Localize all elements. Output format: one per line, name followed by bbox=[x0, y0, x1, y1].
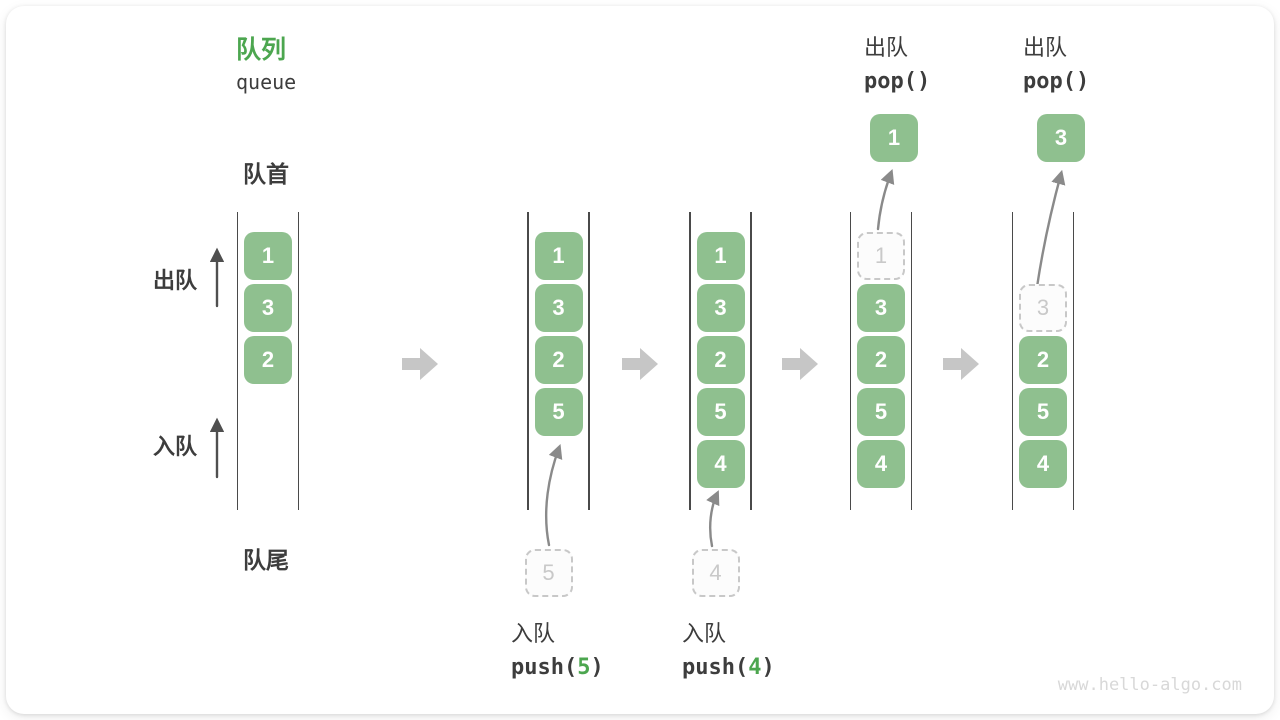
enqueue-side-label: 入队 bbox=[153, 434, 198, 459]
popped-block: 1 bbox=[870, 114, 918, 162]
diagram-subtitle: queue bbox=[236, 70, 297, 94]
queue-block: 1 bbox=[696, 232, 745, 280]
push-code: push(5) bbox=[511, 655, 604, 680]
push-label: 入队 bbox=[682, 621, 727, 646]
push-code: push(4) bbox=[682, 655, 775, 680]
queue-block: 2 bbox=[1019, 336, 1067, 384]
push4-arrow bbox=[706, 490, 720, 548]
queue-wall bbox=[689, 212, 691, 510]
pop-label: 出队 bbox=[1023, 35, 1068, 60]
queue-wall bbox=[527, 212, 529, 510]
queue-slot-removed: 1 bbox=[857, 232, 905, 280]
state-transition-arrow bbox=[402, 348, 438, 380]
push-arg: 4 bbox=[748, 655, 762, 680]
queue-block: 5 bbox=[696, 388, 745, 436]
popped-block: 3 bbox=[1037, 114, 1085, 162]
pop-label: 出队 bbox=[864, 35, 909, 60]
watermark: www.hello-algo.com bbox=[1057, 675, 1242, 695]
queue-block: 3 bbox=[696, 284, 745, 332]
push-annotation-1: 入队 push(5) bbox=[511, 616, 604, 680]
queue-wall bbox=[1072, 212, 1075, 510]
pop1-arrow bbox=[876, 168, 895, 231]
pop3-arrow bbox=[1035, 169, 1066, 289]
pending-enqueue-block: 5 bbox=[524, 549, 573, 597]
queue-block: 2 bbox=[244, 336, 292, 384]
queue-wall bbox=[297, 212, 300, 510]
queue-wall bbox=[849, 212, 852, 510]
queue-block: 3 bbox=[857, 284, 905, 332]
queue-wall bbox=[750, 212, 752, 510]
queue-block: 5 bbox=[857, 388, 905, 436]
queue-block: 4 bbox=[857, 440, 905, 488]
queue-wall bbox=[1011, 212, 1014, 510]
push-label: 入队 bbox=[511, 621, 556, 646]
pop-code: pop() bbox=[1023, 69, 1090, 94]
state-transition-arrow bbox=[943, 348, 979, 380]
queue-block: 5 bbox=[1019, 388, 1067, 436]
queue-block: 5 bbox=[534, 388, 583, 436]
pending-enqueue-block: 4 bbox=[691, 549, 740, 597]
queue-wall bbox=[910, 212, 913, 510]
push-annotation-2: 入队 push(4) bbox=[682, 616, 775, 680]
pop-annotation-2: 出队 pop() bbox=[1023, 30, 1089, 94]
pop-code: pop() bbox=[864, 69, 931, 94]
state-transition-arrow bbox=[782, 348, 818, 380]
dequeue-side-label: 出队 bbox=[153, 268, 198, 293]
queue-wall bbox=[588, 212, 590, 510]
queue-block: 2 bbox=[696, 336, 745, 384]
diagram-title: 队列 bbox=[236, 36, 287, 64]
queue-slot-removed: 3 bbox=[1019, 284, 1067, 332]
push5-arrow bbox=[544, 443, 563, 547]
queue-front-label: 队首 bbox=[243, 161, 289, 187]
queue-block: 1 bbox=[534, 232, 583, 280]
queue-wall bbox=[236, 212, 239, 510]
push-arg: 5 bbox=[577, 655, 591, 680]
queue-block: 4 bbox=[696, 440, 745, 488]
pop-annotation-1: 出队 pop() bbox=[864, 30, 930, 94]
queue-block: 2 bbox=[857, 336, 905, 384]
queue-block: 1 bbox=[244, 232, 292, 280]
state-transition-arrow bbox=[622, 348, 658, 380]
queue-rear-label: 队尾 bbox=[243, 547, 289, 573]
queue-block: 3 bbox=[244, 284, 292, 332]
queue-block: 3 bbox=[534, 284, 583, 332]
queue-block: 4 bbox=[1019, 440, 1067, 488]
queue-block: 2 bbox=[534, 336, 583, 384]
